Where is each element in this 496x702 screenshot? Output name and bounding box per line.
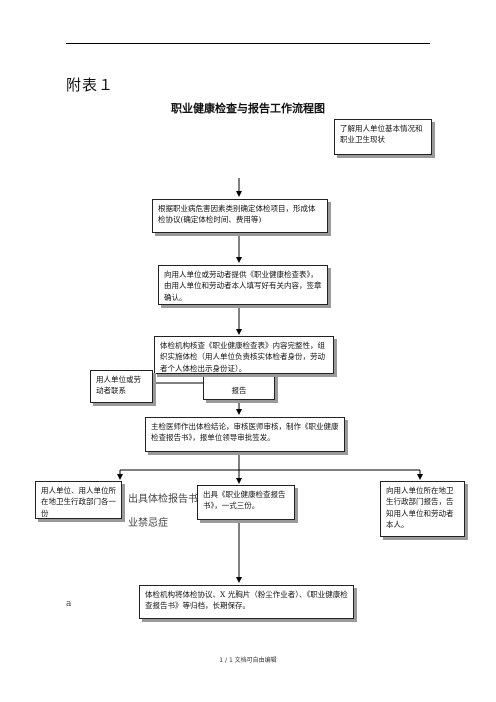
box-step1-protocol: 根据职业病危害因素类别确定体检项目，形成体检协议(确定体检时间、费用等) (152, 199, 328, 233)
box-report-right: 向用人单位所在地卫生行政部门报告，告知用人单位和劳动者本人。 (380, 481, 465, 537)
diagram-title: 职业健康检查与报告工作流程图 (171, 102, 325, 115)
box-unit-overview: 了解用人单位基本情况和职业卫生现状 (334, 119, 432, 155)
box-step5-archive: 体检机构将体检协议、X 光胸片（粉尘作业者）、《职业健康检查报告书》等归档，长期… (139, 585, 354, 619)
letter-a: a (66, 599, 72, 609)
ghost-text-contraindication: 业禁忌症 (128, 518, 168, 529)
box-contact: 用人单位或劳动者联系 (90, 370, 153, 403)
box-report-mid: 出具《职业健康检查报告书》，一式三份。 (197, 485, 295, 520)
box-step4-conclusion: 主检医师作出体检结论，审核医师审核，制作《职业健康检查报告书》，报单位领导审批签… (145, 417, 345, 452)
box-report-left: 用人单位、用人单位所在地卫生行政部门各一份 (35, 481, 122, 519)
page-footer: 1 / 1 文档可自由编辑 (219, 657, 277, 664)
header-rule (66, 43, 430, 44)
appendix-label: 附表１ (66, 76, 115, 94)
box-step3-exam: 体检机构核查《职业健康检查表》内容完整性，组织实施体检（用人单位负责核实体检者身… (154, 336, 334, 374)
ghost-text-report: 出具体检报告书 (128, 494, 198, 505)
box-step2-form: 向用人单位或劳动者提供《职业健康检查表》，由用人单位和劳动者本人填写好有关内容，… (158, 265, 328, 305)
